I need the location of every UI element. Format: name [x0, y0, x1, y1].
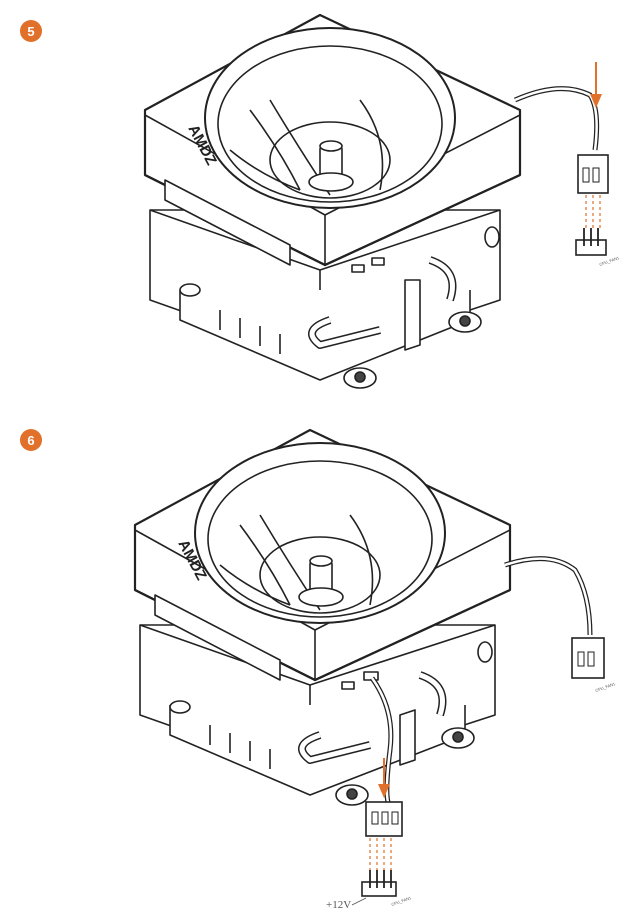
connector-label-6a: CPU_FAN1 [595, 681, 617, 693]
step-number: 6 [27, 432, 35, 448]
step-5-illustration: AMDZ CPU_FAN1 [143, 13, 621, 389]
step-6-illustration: AMDZ CPU_FAN1 CPU_FAN1 [133, 428, 617, 907]
connector-label-5: CPU_FAN1 [599, 255, 621, 267]
step-6-badge: 6 [20, 429, 42, 451]
step-5-badge: 5 [20, 20, 42, 42]
pin-label-12v: +12V [326, 899, 352, 911]
step-number: 5 [27, 23, 35, 39]
